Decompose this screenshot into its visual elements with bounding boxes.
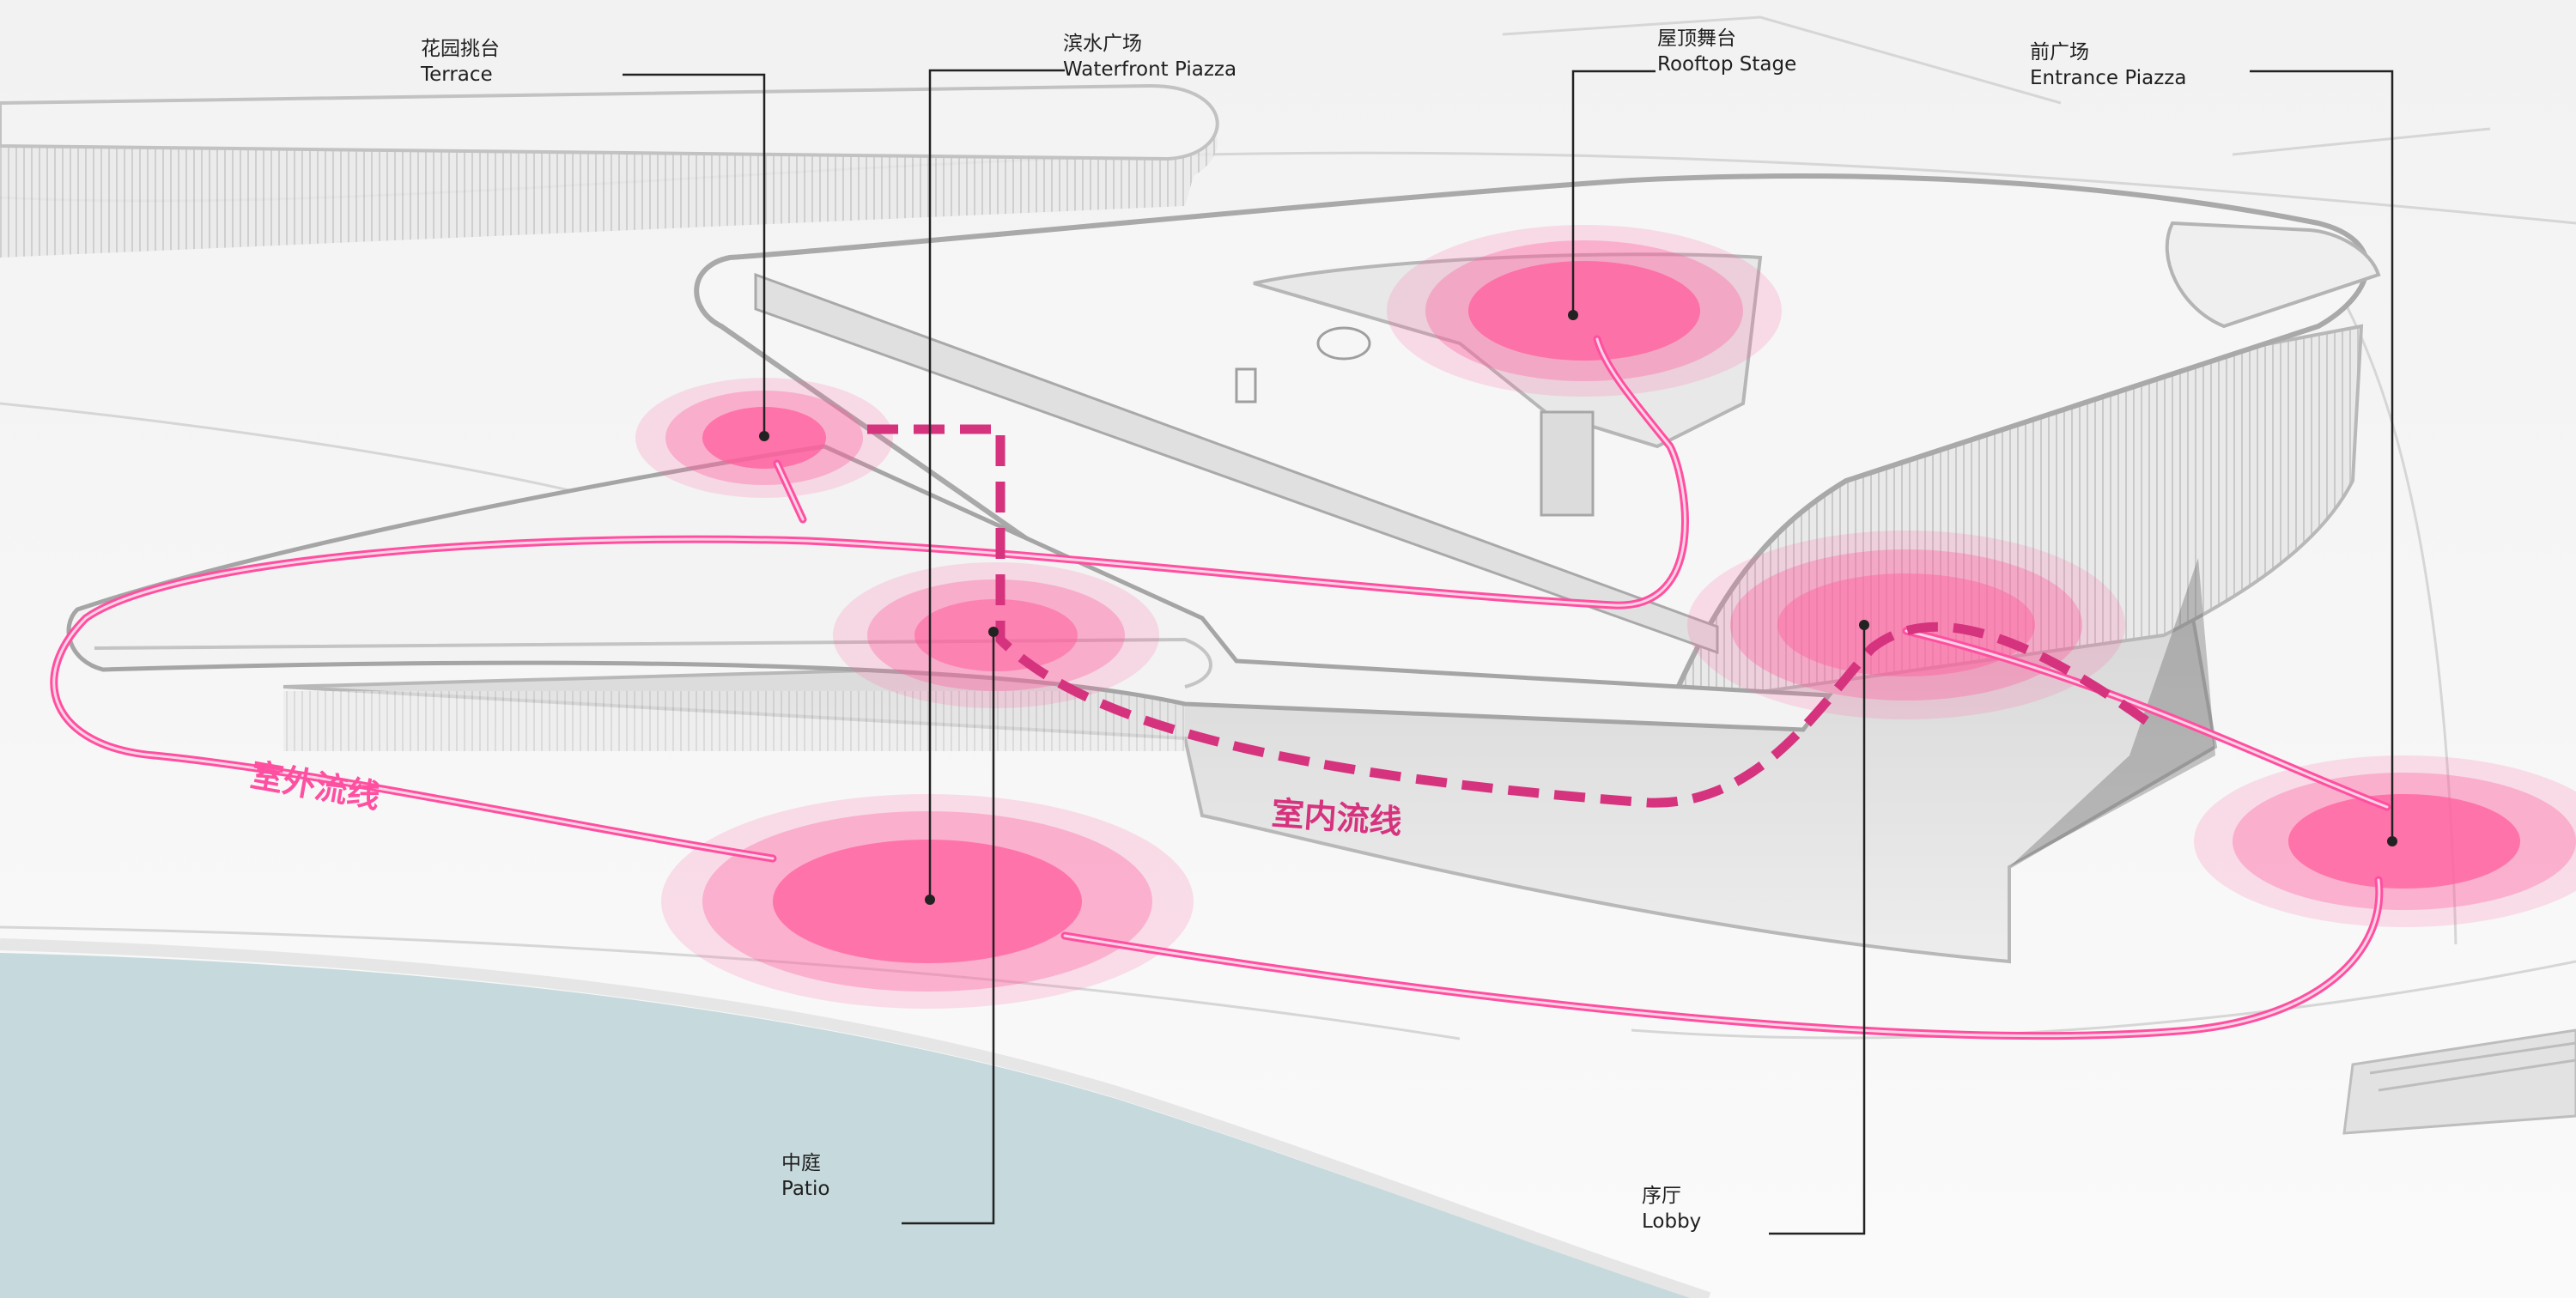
label-entrance-cn: 前广场: [2030, 41, 2089, 64]
dot-entrance: [2387, 836, 2397, 846]
label-patio: 中庭 Patio: [781, 1150, 829, 1202]
river-edge: [0, 938, 1711, 1298]
leader-rooftop: [1571, 70, 1656, 315]
indoor-route: [867, 424, 2150, 808]
label-waterfront-cn: 滨水广场: [1063, 33, 1142, 55]
leader-patio: [902, 632, 995, 1225]
label-patio-cn: 中庭: [781, 1152, 821, 1174]
dot-terrace: [759, 431, 769, 441]
adjacent-pavilion: [2342, 1028, 2576, 1135]
label-terrace-en: Terrace: [421, 64, 493, 86]
leader-terrace: [623, 73, 766, 436]
hotspot-lobby: [1687, 531, 2125, 719]
label-lobby-cn: 序厅: [1642, 1185, 1681, 1207]
label-lobby-en: Lobby: [1642, 1210, 1702, 1233]
dot-patio: [988, 627, 999, 637]
leader-waterfront: [928, 69, 1065, 900]
label-waterfront-en: Waterfront Piazza: [1063, 58, 1237, 81]
label-patio-en: Patio: [781, 1178, 830, 1200]
leader-lines: [623, 69, 2394, 1235]
hotspot-rooftop: [1387, 225, 1782, 397]
label-rooftop-en: Rooftop Stage: [1657, 53, 1797, 76]
dot-lobby: [1859, 620, 1869, 630]
label-terrace-cn: 花园挑台: [421, 38, 500, 60]
dot-rooftop: [1568, 310, 1578, 320]
label-rooftop-cn: 屋顶舞台: [1657, 27, 1736, 50]
outdoor-route: [50, 335, 2391, 1040]
adjacent-building: [0, 83, 1219, 258]
label-lobby: 序厅 Lobby: [1642, 1183, 1701, 1234]
label-terrace: 花园挑台 Terrace: [421, 36, 500, 88]
river-water: [0, 953, 1700, 1298]
dot-waterfront: [925, 895, 935, 905]
leader-lobby: [1769, 625, 1866, 1235]
hotspots: [635, 225, 2576, 1009]
label-rooftop: 屋顶舞台 Rooftop Stage: [1657, 26, 1796, 77]
leader-dots: [759, 310, 2397, 905]
label-waterfront: 滨水广场 Waterfront Piazza: [1063, 31, 1236, 82]
hotspot-entrance: [2194, 755, 2576, 927]
leader-entrance: [2250, 70, 2394, 841]
label-entrance-en: Entrance Piazza: [2030, 67, 2187, 89]
indoor-route-label: 室内流线: [1270, 795, 1403, 840]
label-entrance: 前广场 Entrance Piazza: [2030, 39, 2186, 91]
